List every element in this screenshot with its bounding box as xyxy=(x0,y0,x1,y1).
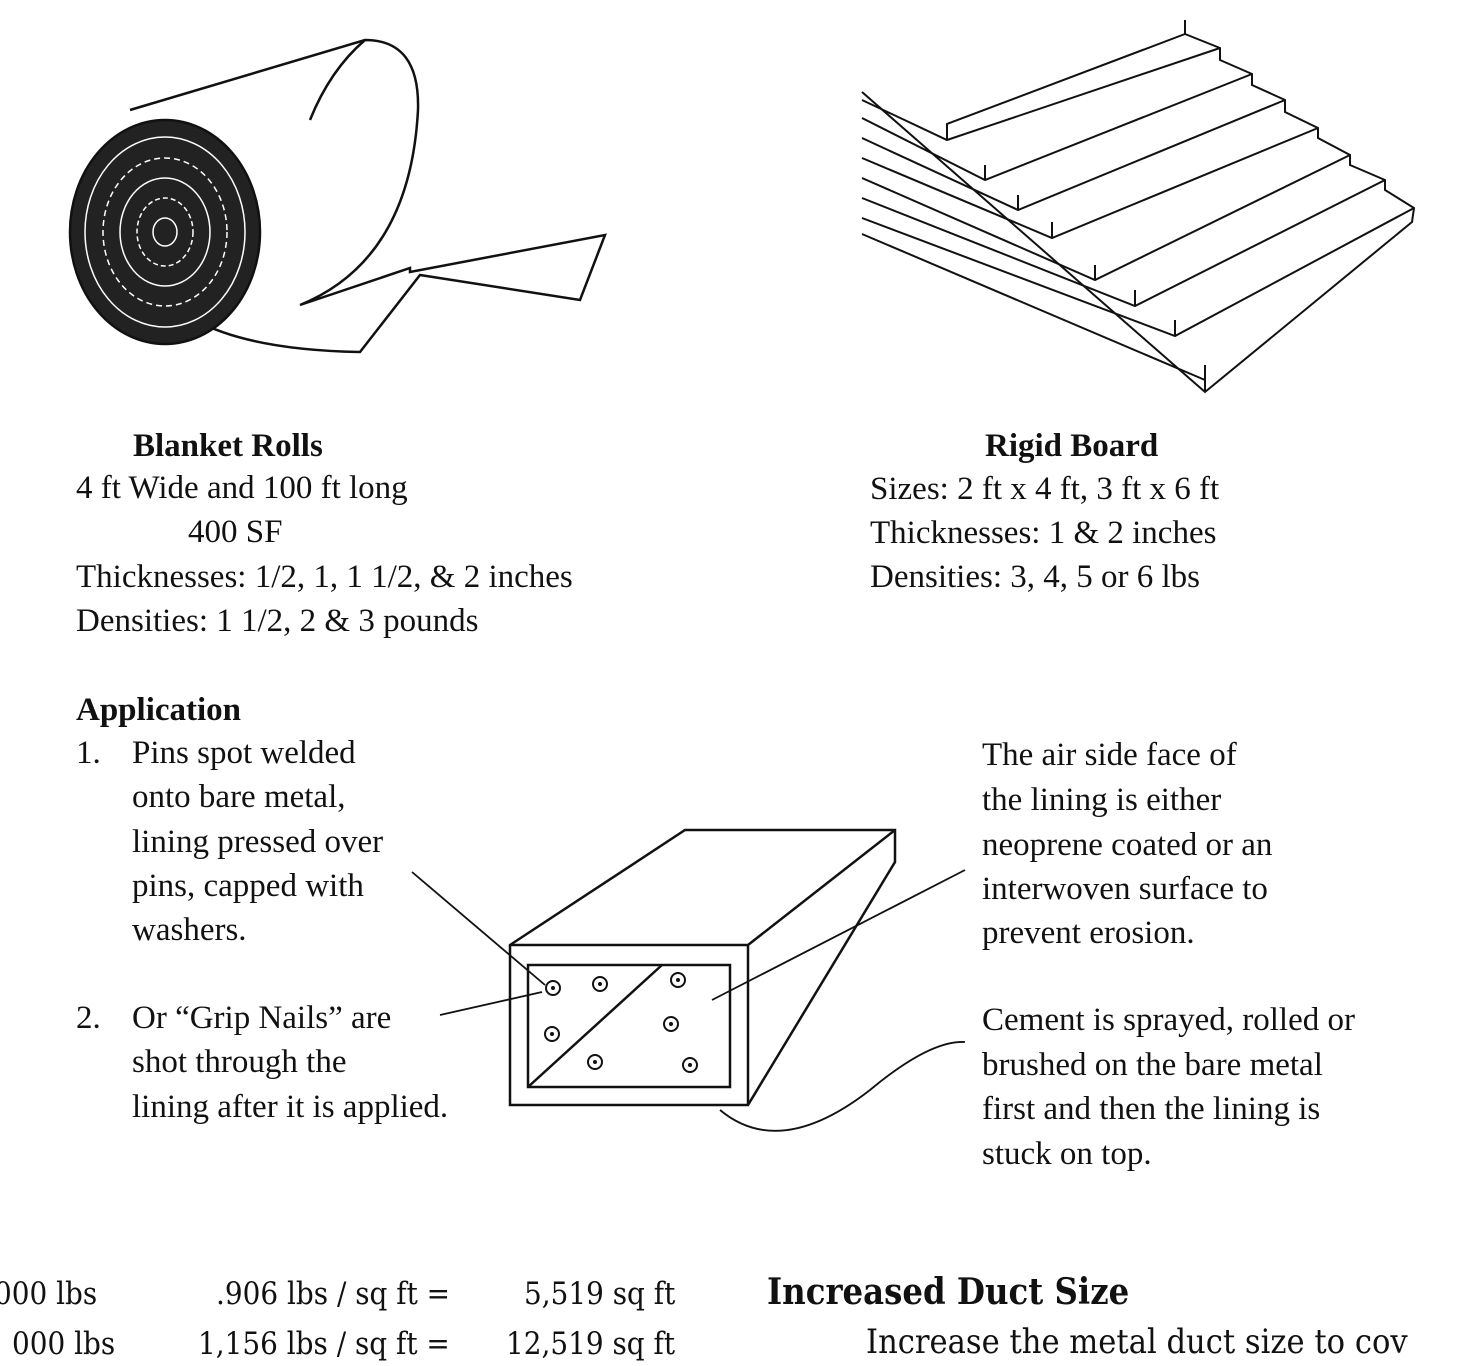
rigid-line: Thicknesses: 1 & 2 inches xyxy=(870,515,1217,551)
item1-line: onto bare metal, xyxy=(132,779,346,815)
leader-arrows xyxy=(411,869,966,1132)
item2-line: Or “Grip Nails” are xyxy=(132,1000,392,1036)
item1-line: lining pressed over xyxy=(132,824,384,860)
weight-row2-area: 12,519 sq ft xyxy=(506,1326,676,1362)
cement-note-line: Cement is sprayed, rolled or xyxy=(982,1002,1355,1038)
item1-line: Pins spot welded xyxy=(132,735,356,771)
cement-note-line: first and then the lining is xyxy=(982,1091,1321,1127)
cement-note-line: brushed on the bare metal xyxy=(982,1047,1323,1083)
air-side-note-line: prevent erosion. xyxy=(982,915,1195,951)
weight-row2-lbs: 000 lbs xyxy=(12,1326,116,1362)
cement-note-line: stuck on top. xyxy=(982,1136,1152,1172)
weight-row2-rate: 1,156 lbs / sq ft = xyxy=(198,1326,450,1362)
air-side-note-line: The air side face of xyxy=(982,737,1237,773)
air-side-note-line: neoprene coated or an xyxy=(982,827,1273,863)
air-side-note-line: the lining is either xyxy=(982,782,1222,818)
weight-row1-lbs: 000 lbs xyxy=(0,1276,98,1312)
rigid-line: Densities: 3, 4, 5 or 6 lbs xyxy=(870,559,1200,595)
item2-line: lining after it is applied. xyxy=(132,1089,449,1125)
rigid-board-illustration xyxy=(861,20,1416,394)
weight-row1-rate: .906 lbs / sq ft = xyxy=(216,1276,451,1312)
blanket-line: Thicknesses: 1/2, 1, 1 1/2, & 2 inches xyxy=(76,559,573,595)
pin-markers xyxy=(544,972,698,1073)
increased-duct-size-heading: Increased Duct Size xyxy=(767,1271,1130,1313)
blanket-roll-illustration xyxy=(68,38,607,354)
weight-row1-area: 5,519 sq ft xyxy=(524,1276,676,1312)
blanket-line: Densities: 1 1/2, 2 & 3 pounds xyxy=(76,603,479,639)
rigid-board-title: Rigid Board xyxy=(985,428,1159,464)
blanket-rolls-title: Blanket Rolls xyxy=(133,428,323,464)
duct-illustration xyxy=(411,828,966,1132)
blanket-line: 400 SF xyxy=(188,514,283,550)
blanket-line: 4 ft Wide and 100 ft long xyxy=(76,470,408,506)
item1-line: pins, capped with xyxy=(132,868,364,904)
increased-duct-size-paragraph: Increase the metal duct size to cov xyxy=(866,1322,1408,1362)
application-title: Application xyxy=(76,692,242,728)
item1-number: 1. xyxy=(76,735,101,771)
rigid-line: Sizes: 2 ft x 4 ft, 3 ft x 6 ft xyxy=(870,471,1220,507)
item2-number: 2. xyxy=(76,1000,101,1036)
air-side-note-line: interwoven surface to xyxy=(982,871,1268,907)
item2-line: shot through the xyxy=(132,1044,347,1080)
item1-line: washers. xyxy=(132,912,247,948)
